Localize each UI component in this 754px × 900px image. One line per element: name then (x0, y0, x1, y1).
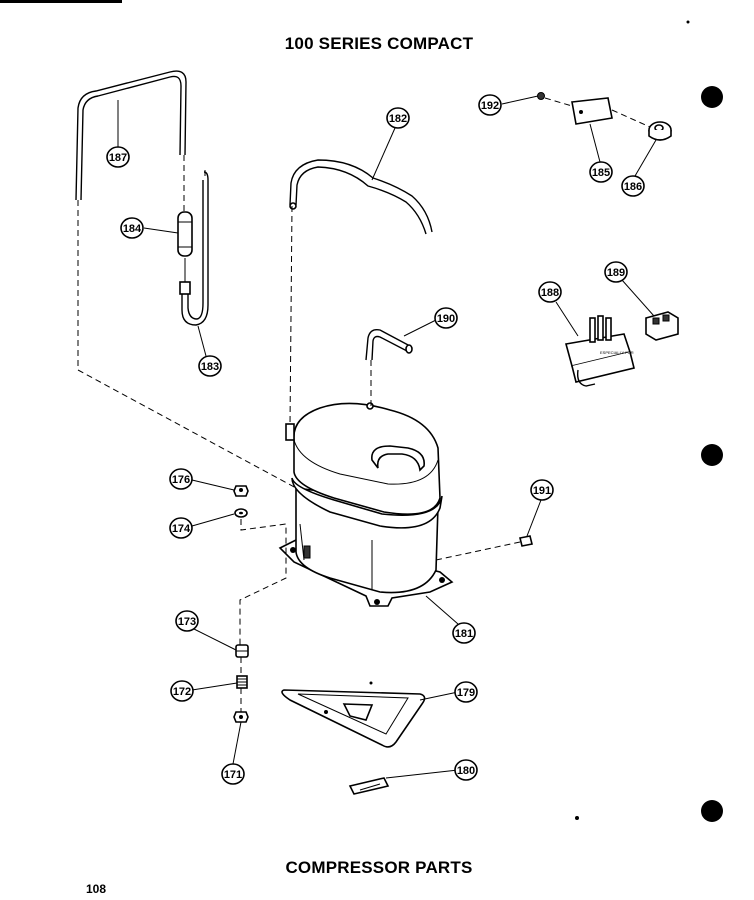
svg-text:172: 172 (173, 686, 191, 698)
capillary-tube-187 (75, 70, 187, 201)
callouts: 187 184 183 182 192 185 186 188 189 190 … (106, 94, 645, 785)
grommet-173 (235, 644, 249, 658)
svg-text:ESPECIALLY FOR: ESPECIALLY FOR (600, 350, 634, 355)
svg-text:181: 181 (455, 628, 473, 640)
screw-192 (537, 92, 545, 100)
callout-190: 190 (434, 307, 458, 329)
callout-187: 187 (106, 146, 130, 168)
binder-hole-3 (701, 800, 723, 822)
callout-182: 182 (386, 107, 410, 129)
callout-188: 188 (538, 281, 562, 303)
callout-184: 184 (120, 217, 144, 239)
clip-186 (648, 121, 672, 141)
binder-hole-2 (701, 444, 723, 466)
svg-text:179: 179 (457, 687, 475, 699)
svg-text:185: 185 (592, 167, 610, 179)
top-rule (0, 0, 122, 3)
terminal-191 (519, 535, 533, 547)
callout-191: 191 (530, 479, 554, 501)
leader-lines (117, 95, 657, 779)
svg-text:190: 190 (437, 313, 455, 325)
callout-192: 192 (478, 94, 502, 116)
process-tube-190 (365, 328, 413, 361)
drain-pan-179 (281, 681, 426, 748)
assembly-lines (77, 155, 521, 712)
svg-text:182: 182 (389, 113, 407, 125)
spring-172 (236, 675, 248, 689)
svg-text:186: 186 (624, 181, 642, 193)
svg-text:183: 183 (201, 361, 219, 373)
callout-176: 176 (169, 468, 193, 490)
callout-186: 186 (621, 175, 645, 197)
svg-text:188: 188 (541, 287, 559, 299)
callout-172: 172 (170, 680, 194, 702)
callout-171: 171 (221, 763, 245, 785)
svg-text:173: 173 (178, 616, 196, 628)
discharge-tube-182 (289, 159, 433, 235)
washer-174 (234, 508, 248, 518)
svg-text:184: 184 (123, 223, 142, 235)
svg-text:187: 187 (109, 152, 127, 164)
tube-183 (179, 171, 209, 326)
callout-180: 180 (454, 759, 478, 781)
callout-181: 181 (452, 622, 476, 644)
clip-180 (348, 777, 390, 795)
page-number: 108 (86, 882, 107, 896)
svg-text:176: 176 (172, 474, 190, 486)
diagram-caption: COMPRESSOR PARTS (285, 858, 473, 877)
svg-text:180: 180 (457, 765, 475, 777)
callout-174: 174 (169, 517, 193, 539)
svg-text:189: 189 (607, 267, 625, 279)
overload-189 (645, 311, 679, 341)
relay-188: ESPECIALLY FOR (564, 315, 635, 387)
callout-185: 185 (589, 161, 613, 183)
callout-179: 179 (454, 681, 478, 703)
callout-189: 189 (604, 261, 628, 283)
svg-text:192: 192 (481, 100, 499, 112)
svg-text:171: 171 (224, 769, 242, 781)
nut-176 (233, 485, 249, 497)
svg-text:191: 191 (533, 485, 551, 497)
binder-hole-1 (701, 86, 723, 108)
svg-text:174: 174 (172, 523, 191, 535)
callout-183: 183 (198, 355, 222, 377)
page-title: 100 SERIES COMPACT (284, 34, 474, 53)
nut-171 (233, 711, 249, 723)
bracket-185 (571, 97, 613, 125)
drier-184 (177, 211, 193, 282)
compressor-181 (278, 402, 454, 607)
callout-173: 173 (175, 610, 199, 632)
